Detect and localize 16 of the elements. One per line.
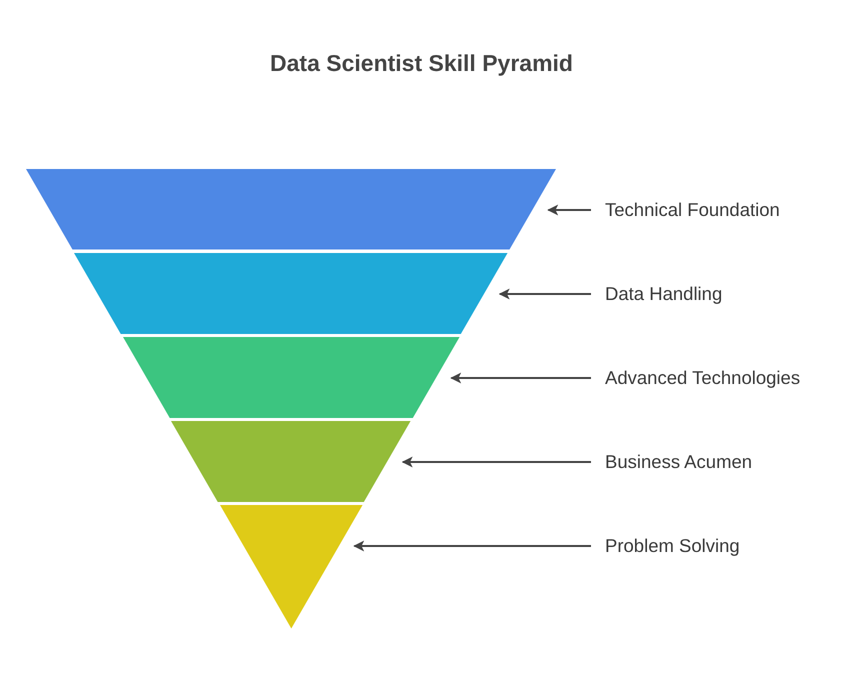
layer-label: Advanced Technologies bbox=[605, 367, 800, 389]
funnel-layer bbox=[74, 252, 508, 334]
layer-label: Problem Solving bbox=[605, 535, 740, 557]
arrow bbox=[547, 204, 591, 216]
funnel-layer bbox=[220, 504, 362, 628]
arrow bbox=[498, 288, 591, 300]
funnel-layer bbox=[171, 420, 411, 502]
layer-label: Data Handling bbox=[605, 283, 722, 305]
funnel-layer bbox=[122, 336, 460, 418]
funnel-layer bbox=[26, 169, 556, 250]
title: Data Scientist Skill Pyramid bbox=[269, 50, 574, 77]
arrow bbox=[402, 456, 591, 468]
layer-label: Business Acumen bbox=[605, 451, 752, 473]
arrow bbox=[450, 372, 591, 384]
arrow bbox=[353, 540, 591, 552]
layer-label: Technical Foundation bbox=[605, 199, 780, 221]
